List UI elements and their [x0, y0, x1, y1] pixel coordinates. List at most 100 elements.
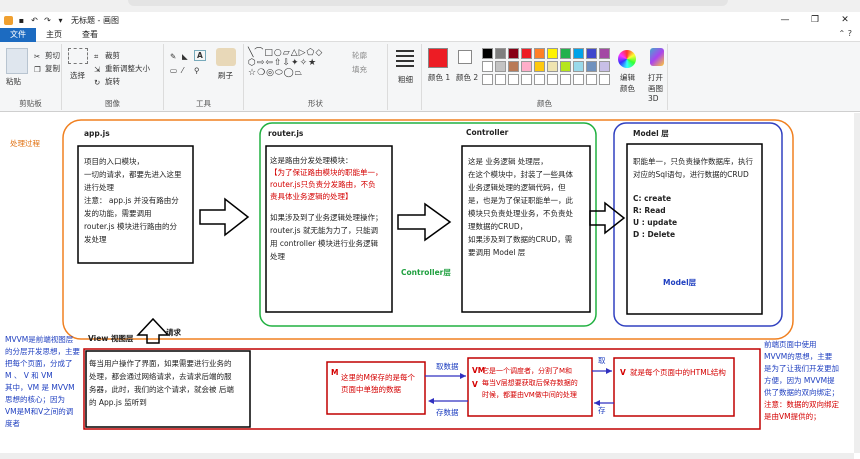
arrow-router-controller [397, 202, 452, 242]
save-icon[interactable]: ▪ [18, 15, 25, 25]
color-picker-icon[interactable]: ⁄ [182, 66, 184, 75]
crop-button[interactable]: ⌗裁剪 [94, 50, 120, 61]
palette-empty-swatch[interactable] [482, 74, 493, 85]
clipboard-group: 粘贴 ✂剪切 ❐复制 剪贴板 [0, 44, 62, 110]
router-red-line: 责具体业务逻辑的处理】 [270, 192, 353, 201]
top-strip [0, 0, 860, 12]
rotate-button[interactable]: ↻旋转 [94, 76, 120, 87]
tab-view[interactable]: 查看 [82, 29, 98, 39]
color1-swatch[interactable] [428, 48, 448, 68]
palette-empty-swatch[interactable] [573, 74, 584, 85]
help-icon[interactable]: ⌃ ? [838, 29, 853, 38]
router-line: 用 controller 模块进行业务逻辑 [270, 239, 379, 248]
view-box [85, 350, 251, 428]
drawing-canvas[interactable]: 处理过程 app.js 项目的入口模块，一切的请求，都要先进入这里进行处理注意：… [0, 113, 860, 459]
crop-icon: ⌗ [94, 51, 99, 61]
palette-swatch[interactable] [560, 48, 571, 59]
fill-button[interactable]: 填充 [352, 65, 367, 74]
mvvm-left-line: 度者 [5, 419, 20, 428]
fill-bucket-icon[interactable]: ◣ [182, 52, 188, 61]
palette-empty-swatch[interactable] [521, 74, 532, 85]
palette-swatch[interactable] [508, 48, 519, 59]
appjs-title: app.js [84, 129, 110, 138]
palette-swatch[interactable] [573, 61, 584, 72]
brush-icon[interactable] [216, 48, 236, 66]
palette-swatch[interactable] [482, 48, 493, 59]
arrow-view-request [136, 317, 170, 344]
palette-swatch[interactable] [521, 61, 532, 72]
color2-button[interactable]: 颜色 2 [456, 73, 479, 82]
palette-swatch[interactable] [560, 61, 571, 72]
vm-line: 时候，都要由VM做中间的处理 [482, 391, 577, 399]
cut-button[interactable]: ✂剪切 [34, 50, 60, 61]
palette-swatch[interactable] [495, 48, 506, 59]
palette-swatch[interactable] [534, 48, 545, 59]
palette-swatch[interactable] [547, 61, 558, 72]
palette-swatch[interactable] [586, 61, 597, 72]
rotate-label: 旋转 [105, 77, 120, 86]
palette-swatch[interactable] [586, 48, 597, 59]
undo-icon[interactable]: ↶ [31, 15, 38, 25]
tab-home[interactable]: 主页 [46, 29, 62, 39]
palette-swatch[interactable] [521, 48, 532, 59]
eraser-icon[interactable]: ▭ [170, 66, 178, 75]
model-box [626, 143, 763, 315]
paste-button[interactable]: 粘贴 [6, 77, 21, 86]
router-red-text: 【为了保证路由模块的职能单一，router.js只负责分发路由，不负责具体业务逻… [270, 167, 392, 203]
paint3d-button[interactable]: 打开画图 3D [648, 73, 663, 103]
magnifier-icon[interactable]: ⚲ [194, 66, 200, 75]
palette-swatch[interactable] [534, 61, 545, 72]
pencil-icon[interactable]: ✎ [170, 52, 177, 61]
ribbon: 粘贴 ✂剪切 ❐复制 剪贴板 选择 ⌗裁剪 ⇲重新调整大小 ↻旋转 图像 ✎ ◣… [0, 42, 860, 112]
vertical-scrollbar[interactable] [854, 113, 860, 453]
customize-chevron-icon[interactable]: ▾ [58, 15, 63, 25]
shapes-group-label: 形状 [308, 99, 323, 108]
tab-file[interactable]: 文件 [0, 27, 36, 42]
copy-button[interactable]: ❐复制 [34, 63, 60, 74]
paint-app-icon [4, 15, 13, 25]
resize-button[interactable]: ⇲重新调整大小 [94, 63, 150, 74]
horizontal-scrollbar[interactable] [0, 453, 854, 459]
color2-swatch[interactable] [458, 50, 472, 64]
size-button[interactable]: 粗细 [398, 75, 413, 84]
palette-empty-swatch[interactable] [508, 74, 519, 85]
close-icon[interactable]: ✕ [841, 15, 849, 25]
text-icon[interactable]: A [194, 50, 206, 61]
edit-colors-button[interactable]: 编辑颜色 [620, 73, 635, 93]
mvvm-left-line: MVVM是前端视图层 [5, 335, 74, 344]
palette-swatch[interactable] [508, 61, 519, 72]
paint3d-icon[interactable] [650, 48, 664, 66]
appjs-line: 一切的请求，都要先进入这里 [84, 170, 182, 179]
arrow-app-router [199, 197, 250, 237]
palette-empty-swatch[interactable] [534, 74, 545, 85]
palette-swatch[interactable] [495, 61, 506, 72]
palette-empty-swatch[interactable] [560, 74, 571, 85]
edit-colors-icon[interactable] [618, 50, 636, 68]
m-line: 这里的M保存的是每个 [341, 373, 415, 382]
brush-button[interactable]: 刷子 [218, 71, 233, 80]
palette-swatch[interactable] [573, 48, 584, 59]
appjs-line: router.js 模块进行路由的分 [84, 222, 177, 231]
palette-swatch[interactable] [482, 61, 493, 72]
color1-button[interactable]: 颜色 1 [428, 73, 451, 82]
minimize-icon[interactable]: — [780, 15, 790, 25]
palette-swatch[interactable] [599, 48, 610, 59]
shapes-gallery[interactable]: ╲⌒□○▱△▷⬠◇⬡⇨⇦⇧⇩✦✧★☆❍◎⬭◯⏢ [248, 48, 324, 78]
palette-empty-swatch[interactable] [586, 74, 597, 85]
view-frame [83, 348, 761, 430]
palette-empty-swatch[interactable] [599, 74, 610, 85]
palette-swatch[interactable] [547, 48, 558, 59]
maximize-icon[interactable]: ❐ [810, 15, 820, 25]
view-title: View 视图层 [88, 334, 134, 343]
redo-icon[interactable]: ↷ [44, 15, 51, 25]
clipboard-icon[interactable] [6, 48, 28, 74]
outline-button[interactable]: 轮廓 [352, 51, 367, 60]
select-icon[interactable] [68, 48, 88, 64]
palette-empty-swatch[interactable] [495, 74, 506, 85]
select-button[interactable]: 选择 [70, 71, 85, 80]
palette-swatch[interactable] [599, 61, 610, 72]
line-size-icon[interactable] [396, 50, 414, 68]
image-group-label: 图像 [105, 99, 120, 108]
palette-empty-swatch[interactable] [547, 74, 558, 85]
